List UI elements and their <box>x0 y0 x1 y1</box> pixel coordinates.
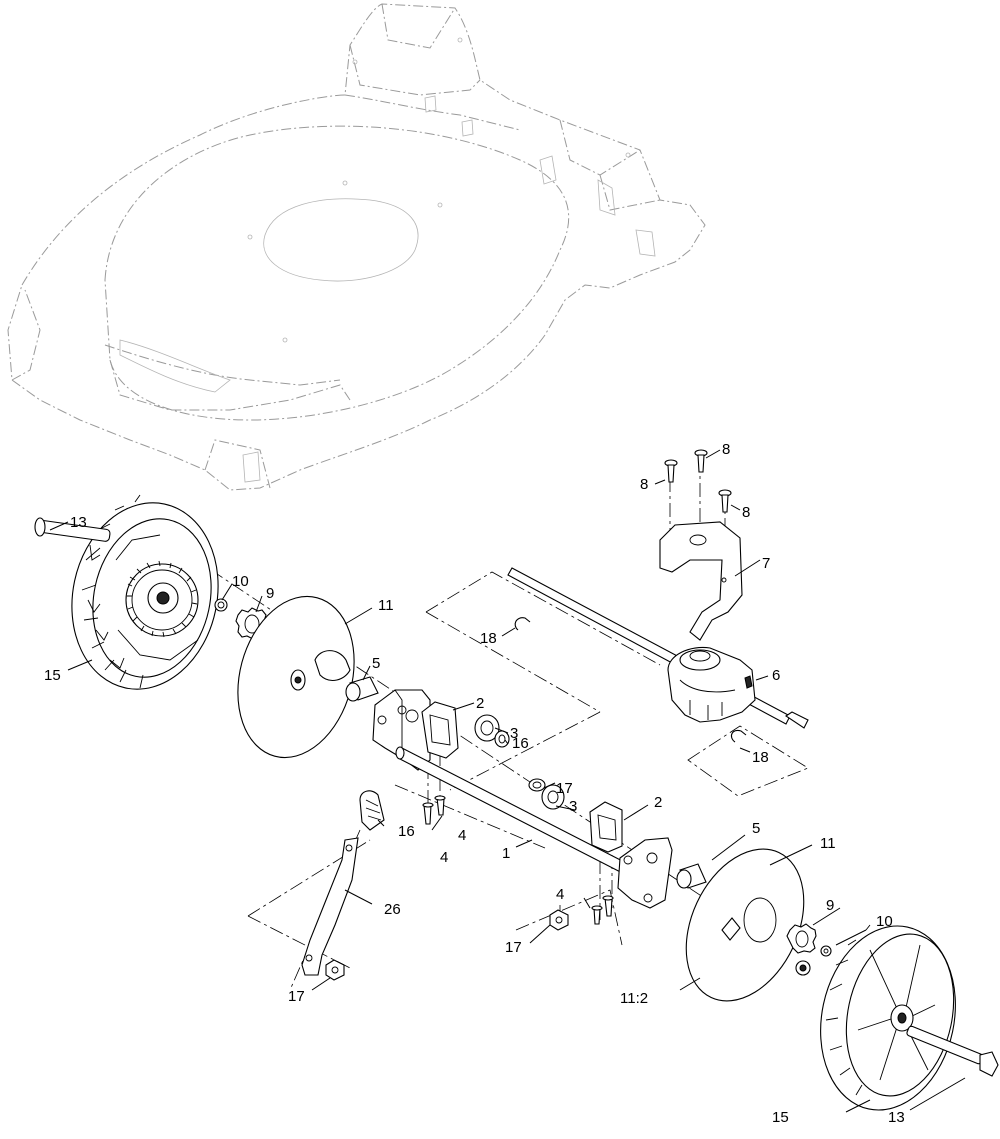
callout-6: 6 <box>772 667 780 684</box>
right-washer-10 <box>820 945 832 957</box>
leader-lines <box>49 449 966 1113</box>
callout-4-left-b: 4 <box>440 849 448 866</box>
callout-11-2: 11:2 <box>620 990 648 1007</box>
callout-12-left: 13 <box>70 514 87 531</box>
callout-3-right: 3 <box>569 798 577 815</box>
callout-9-left: 9 <box>266 585 274 602</box>
right-hubcap-disc <box>685 848 805 1002</box>
callout-12-right: 13 <box>888 1109 905 1126</box>
callout-13-right: 15 <box>772 1109 789 1126</box>
right-flat-washer <box>795 960 811 976</box>
left-hubcap-disc <box>237 595 355 759</box>
callout-3-left: 3 <box>510 725 518 742</box>
callout-18-upper: 18 <box>480 630 497 647</box>
height-adjuster-lever-26 <box>301 837 359 976</box>
left-wheel <box>71 494 219 690</box>
callout-15: 16 <box>398 823 415 840</box>
drive-shaft <box>507 567 809 729</box>
callout-4-right: 4 <box>556 886 564 903</box>
right-bearing-3 <box>541 784 565 810</box>
callout-9-right: 9 <box>826 897 834 914</box>
left-screws-4 <box>422 795 446 825</box>
right-wheel-bolt <box>906 1025 999 1077</box>
callout-18-lower: 18 <box>752 749 769 766</box>
callout-26: 26 <box>384 901 401 918</box>
right-washer-17 <box>528 778 546 792</box>
left-bearing-3 <box>474 714 500 742</box>
callout-11-right: 11 <box>820 835 836 852</box>
left-bearing-housing-2 <box>421 701 459 759</box>
callout-labels: 13 15 10 9 11 5 2 3 16 4 4 16 26 17 1 17… <box>44 441 905 1126</box>
callout-8-b: 8 <box>722 441 730 458</box>
mower-deck-outline <box>7 3 706 491</box>
right-pinion-gear-9 <box>786 923 817 954</box>
clip-18-lower <box>730 729 747 743</box>
transmission-6 <box>667 646 756 723</box>
clip-18-upper <box>514 617 531 631</box>
transmission-bracket-7 <box>659 521 743 641</box>
left-washer-17 <box>494 730 510 748</box>
bracket-screws-8 <box>664 449 732 513</box>
right-wheel <box>820 924 956 1111</box>
nut-16-center <box>549 909 569 931</box>
callout-10-right: 10 <box>876 913 893 930</box>
callout-2-right: 2 <box>654 794 662 811</box>
right-screws-4 <box>591 895 614 925</box>
left-bushing-5 <box>345 676 379 702</box>
callout-8-c: 8 <box>742 504 750 521</box>
callout-17-left: 16 <box>512 735 529 752</box>
height-clip-15 <box>359 790 385 831</box>
callout-8-a: 8 <box>640 476 648 493</box>
callout-5-right: 5 <box>752 820 760 837</box>
callout-10-left: 10 <box>232 573 249 590</box>
callout-13-left: 15 <box>44 667 61 684</box>
callout-17-right: 17 <box>556 780 573 797</box>
callout-7: 7 <box>762 555 770 572</box>
callout-11-left: 11 <box>378 597 394 614</box>
left-wheel-bolt <box>34 517 111 542</box>
callout-16-center: 17 <box>505 939 522 956</box>
right-height-bracket <box>617 837 673 909</box>
callout-1: 1 <box>502 845 510 862</box>
callout-5-left: 5 <box>372 655 380 672</box>
nut-16-lever <box>325 959 345 981</box>
callout-4-left-a: 4 <box>458 827 466 844</box>
callout-16-left: 17 <box>288 988 305 1005</box>
right-bushing-5 <box>676 863 707 889</box>
right-bearing-housing-2 <box>589 801 623 853</box>
left-washer-10 <box>214 598 228 612</box>
callout-2-left: 2 <box>476 695 484 712</box>
